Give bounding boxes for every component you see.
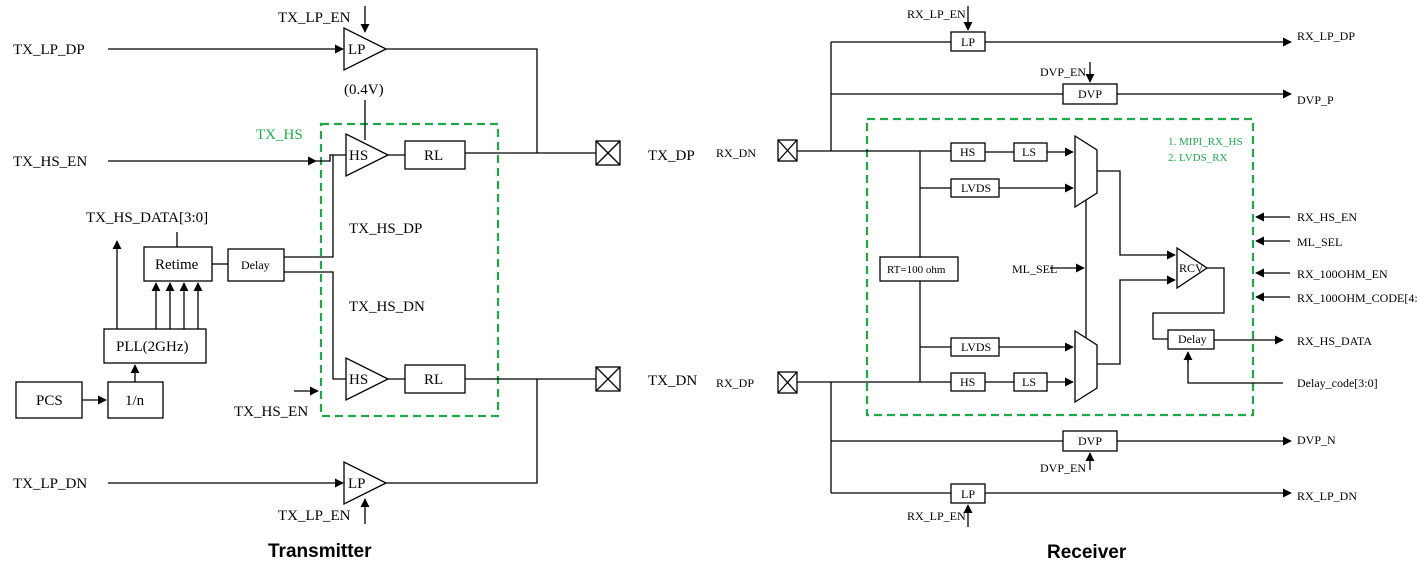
rx-100ohm-en-text: RX_100OHM_EN <box>1297 267 1388 281</box>
tx-lp-top-out-wire <box>386 48 538 153</box>
tx-lp-dp-text: TX_LP_DP <box>13 42 85 58</box>
tx-dp-text: TX_DP <box>648 148 695 164</box>
tx-retime-block <box>143 246 213 282</box>
receiver-caption: Receiver <box>1047 542 1127 563</box>
rx-100ohm-code-text: RX_100OHM_CODE[4:0] <box>1297 291 1417 305</box>
tx-div-label: 1/n <box>125 393 145 409</box>
rx-region <box>865 117 1255 417</box>
rx-mux-bottom-out <box>1097 279 1171 365</box>
rx-rt-label: RT=100 ohm <box>887 264 946 276</box>
rx-rcv-label: RCV <box>1179 261 1204 275</box>
tx-lp-top-label: LP <box>348 42 366 58</box>
tx-hs-bottom-label: HS <box>349 372 368 388</box>
rx-delay-code-wire <box>1187 353 1283 384</box>
rx-hs-bottom-label: HS <box>960 375 975 389</box>
tx-delay-label: Delay <box>241 258 270 272</box>
rx-mux-top <box>1074 134 1098 209</box>
rx-rcv-delay-wire <box>1152 267 1225 340</box>
tx-lp-en-bottom-text: TX_LP_EN <box>278 508 351 524</box>
rx-dvp-en-bottom-text: DVP_EN <box>1040 461 1086 475</box>
tx-lp-bottom-buffer <box>343 460 388 506</box>
rx-lp-en-bottom-text: RX_LP_EN <box>907 509 966 523</box>
rx-ml-sel-right-text: ML_SEL <box>1297 235 1342 249</box>
tx-hs-region-text: TX_HS <box>256 127 303 143</box>
tx-pll-label: PLL(2GHz) <box>116 339 188 355</box>
tx-delay-dp-wire <box>284 155 334 258</box>
tx-div-block <box>107 381 164 419</box>
rx-dp-text: RX_DP <box>716 376 754 390</box>
tx-hs-data-text: TX_HS_DATA[3:0] <box>86 210 208 226</box>
tx-hs-en-text: TX_HS_EN <box>13 154 87 170</box>
tx-hs-en-bottom-text: TX_HS_EN <box>234 404 308 420</box>
rx-hs-en-text: RX_HS_EN <box>1297 210 1357 224</box>
tx-dn-pad <box>595 366 621 392</box>
rx-dp-pad <box>777 371 798 394</box>
tx-rl-top-block <box>404 140 466 170</box>
rx-lp-en-top-text: RX_LP_EN <box>907 7 966 21</box>
receiver: LP DVP RT=100 ohm HS LS LVDS <box>716 6 1417 563</box>
rx-lp-dp-text: RX_LP_DP <box>1297 29 1355 43</box>
rx-dvp-n-text: DVP_N <box>1297 433 1336 447</box>
rx-mux-bottom <box>1074 329 1098 404</box>
tx-hs-dn-text: TX_HS_DN <box>349 299 425 315</box>
rx-lp-dn-text: RX_LP_DN <box>1297 489 1357 503</box>
tx-rl-bottom-label: RL <box>424 372 443 388</box>
transmitter-caption: Transmitter <box>268 541 372 562</box>
tx-hs-dp-text: TX_HS_DP <box>349 221 422 237</box>
rx-mode2-text: 2. LVDS_RX <box>1168 152 1228 164</box>
tx-lp-bottom-out-wire <box>386 379 538 484</box>
tx-lp-en-top-text: TX_LP_EN <box>278 10 351 26</box>
tx-dp-pad <box>595 140 621 166</box>
rx-dvp-top-label: DVP <box>1078 87 1102 101</box>
rx-mux-top-out <box>1097 170 1171 256</box>
rx-hs-top-label: HS <box>960 145 975 159</box>
rx-dvp-bottom-label: DVP <box>1078 434 1102 448</box>
rx-lp-top-label: LP <box>961 35 975 49</box>
tx-hs-top-label: HS <box>349 148 368 164</box>
rx-delay-code-text: Delay_code[3:0] <box>1297 376 1378 390</box>
tx-pcs-label: PCS <box>36 393 63 409</box>
rx-lp-bottom-label: LP <box>961 487 975 501</box>
rx-mode1-text: 1. MIPI_RX_HS <box>1168 136 1243 148</box>
tx-lp-dn-text: TX_LP_DN <box>13 476 87 492</box>
rx-rt-block <box>879 256 959 282</box>
tx-pcs-block <box>15 381 83 419</box>
tx-rl-top-label: RL <box>424 148 443 164</box>
rx-dvp-en-top-text: DVP_EN <box>1040 65 1086 79</box>
tx-pll-block <box>103 328 207 364</box>
tx-dn-text: TX_DN <box>648 373 697 389</box>
transmitter: LP HS RL HS RL <box>13 6 697 562</box>
tx-delay-block <box>227 248 285 282</box>
rx-rcv-amp <box>1176 246 1209 290</box>
rx-ls-bottom-label: LS <box>1022 375 1036 389</box>
tx-hs-top-driver <box>345 132 390 178</box>
rx-lvds-top-label: LVDS <box>961 181 991 195</box>
tx-retime-label: Retime <box>155 257 199 273</box>
tx-vref-text: (0.4V) <box>344 82 384 98</box>
tx-hs-en-route <box>316 154 346 162</box>
rx-hs-data-text: RX_HS_DATA <box>1297 334 1372 348</box>
rx-ls-top-label: LS <box>1022 145 1036 159</box>
rx-lvds-bottom-label: LVDS <box>961 340 991 354</box>
tx-delay-dn-wire <box>284 271 346 380</box>
rx-ml-sel-inner-text: ML_SEL <box>1012 262 1057 276</box>
rx-dn-pad <box>777 139 798 162</box>
tx-lp-bottom-label: LP <box>348 476 366 492</box>
tx-rl-bottom-block <box>404 364 466 394</box>
tx-lp-top-buffer <box>343 26 388 72</box>
rx-dvp-p-text: DVP_P <box>1297 93 1334 107</box>
rx-dn-text: RX_DN <box>716 146 756 160</box>
rx-delay-label: Delay <box>1178 332 1207 346</box>
